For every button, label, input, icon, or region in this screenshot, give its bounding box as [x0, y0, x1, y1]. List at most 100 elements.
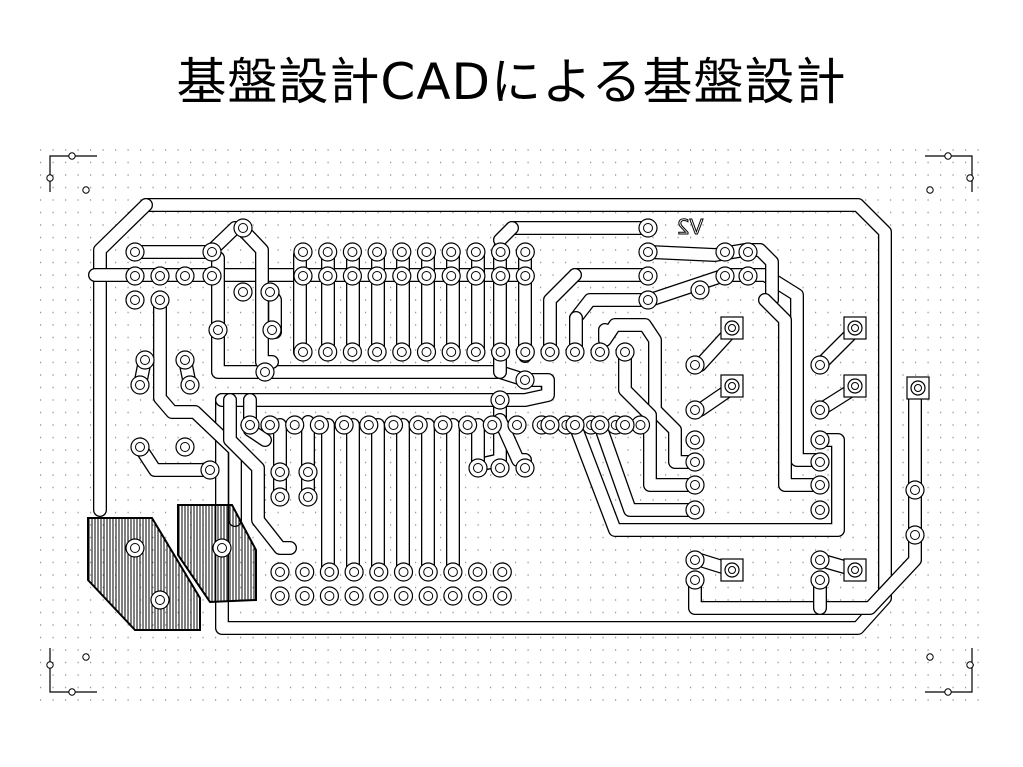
drill-hole [470, 247, 481, 257]
trace-fill [689, 386, 921, 614]
drill-hole [373, 591, 384, 601]
drill-hole [207, 247, 217, 257]
corner-mark [925, 155, 973, 192]
drill-hole [495, 271, 506, 281]
drill-hole [690, 405, 700, 415]
copper-fill-areas [87, 504, 257, 631]
drill-hole [910, 485, 920, 495]
trace-fill [570, 294, 656, 324]
drill-hole [324, 567, 335, 577]
drill-hole [447, 591, 458, 601]
drill-hole [275, 591, 285, 601]
drill-hole [643, 247, 653, 257]
drill-hole [520, 375, 530, 385]
drill-hole [520, 271, 531, 281]
drill-hole [643, 223, 653, 233]
drill-hole [690, 575, 700, 585]
drill-hole [275, 567, 285, 577]
drill-hole [298, 271, 308, 281]
drill-hole [495, 463, 505, 473]
drill-hole [322, 347, 333, 357]
trace-fill [544, 269, 581, 358]
drill-hole [299, 591, 310, 601]
drill-hole [643, 295, 653, 305]
drill-hole [213, 325, 223, 335]
drill-hole [728, 382, 736, 390]
drill-hole [815, 457, 825, 467]
silkscreen-label: V2 [677, 215, 703, 239]
drill-hole [690, 360, 700, 370]
dot-grid [40, 149, 979, 701]
drill-hole [728, 566, 736, 574]
drill-hole [914, 384, 922, 392]
drill-hole [815, 575, 825, 585]
drill-hole [570, 347, 580, 357]
drill-hole [347, 347, 358, 357]
trace-fill [569, 419, 844, 536]
drill-hole [396, 247, 407, 257]
drill-hole [545, 420, 555, 430]
drill-hole [690, 457, 700, 467]
drill-hole [421, 247, 432, 257]
drill-hole [643, 271, 653, 281]
drill-hole [363, 420, 374, 430]
drill-hole [322, 247, 333, 257]
drill-hole [620, 420, 630, 430]
drill-hole [520, 463, 530, 473]
drill-hole [815, 360, 825, 370]
mount-hole [944, 688, 952, 696]
corner-mark [49, 155, 97, 192]
drill-hole [497, 567, 508, 577]
trace-fill [94, 199, 152, 516]
drill-hole [398, 567, 409, 577]
drill-hole [512, 420, 522, 430]
drill-hole [205, 465, 215, 475]
drill-hole [545, 347, 555, 357]
drill-hole [495, 247, 506, 257]
trace-fill [594, 419, 701, 516]
drill-hole [130, 247, 140, 257]
mount-hole [82, 186, 90, 194]
drill-hole [815, 505, 825, 515]
drill-hole [446, 347, 457, 357]
drill-hole [275, 492, 285, 502]
drill-hole [472, 567, 483, 577]
drill-hole [695, 285, 705, 295]
mount-hole [82, 653, 90, 661]
drill-hole [851, 382, 859, 390]
drill-hole [851, 566, 859, 574]
drill-hole [372, 271, 383, 281]
drill-hole [423, 567, 434, 577]
drill-hole [462, 420, 473, 430]
drill-hole [437, 420, 448, 430]
drill-hole [815, 405, 825, 415]
drill-hole [470, 347, 481, 357]
drill-hole [289, 420, 300, 430]
drill-hole [372, 247, 383, 257]
drill-hole [690, 505, 700, 515]
mount-hole [944, 152, 952, 160]
trace-fill [619, 346, 701, 491]
drill-hole [396, 271, 407, 281]
drill-hole [135, 442, 145, 452]
drill-hole [207, 271, 217, 281]
drill-hole [130, 543, 140, 553]
mount-hole [926, 653, 934, 661]
corner-alignment-marks [46, 152, 974, 696]
drill-hole [130, 271, 140, 281]
drill-hole [421, 271, 432, 281]
drill-hole [260, 367, 270, 377]
drill-hole [497, 591, 508, 601]
drill-hole [265, 287, 275, 297]
drill-hole [238, 223, 248, 233]
trace-fill [237, 224, 278, 368]
drill-hole [245, 420, 255, 430]
drill-hole [472, 591, 483, 601]
trace-fill [494, 222, 518, 246]
mount-hole [46, 174, 54, 182]
drill-hole [398, 591, 409, 601]
drill-hole [690, 555, 700, 565]
drill-hole [349, 591, 360, 601]
drill-hole [595, 347, 605, 357]
